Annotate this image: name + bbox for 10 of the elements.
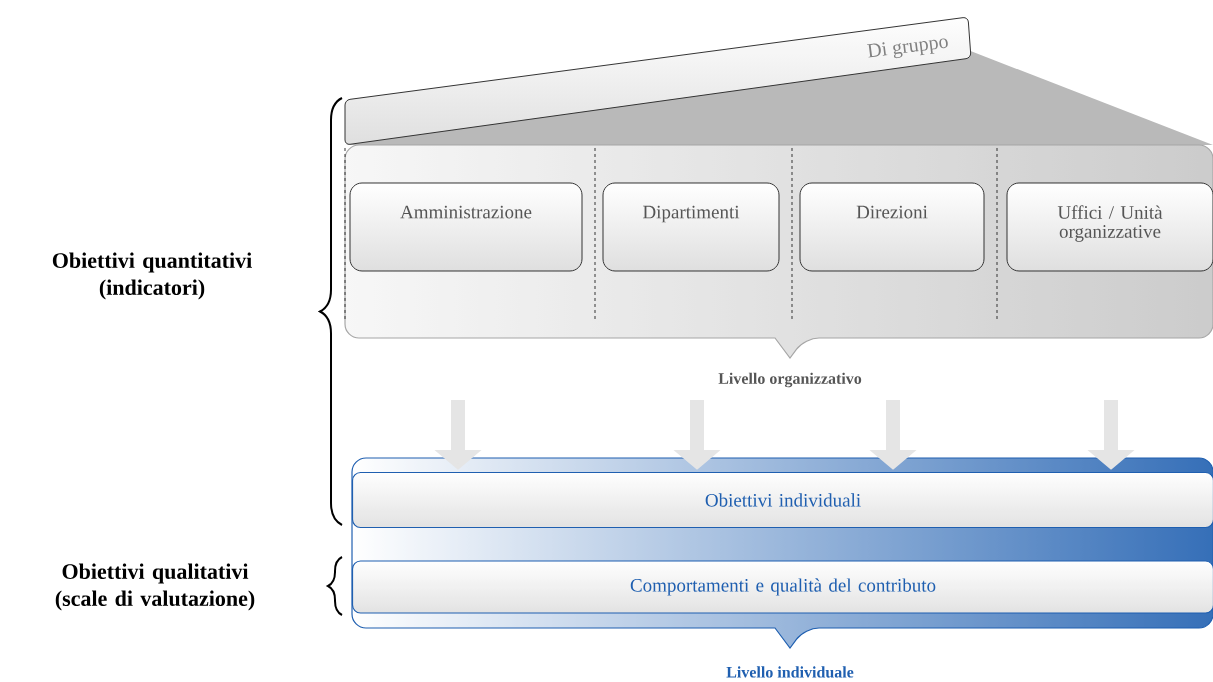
level-label: Livello individuale [726,666,854,678]
box: Uffici / Unità organizzative [1006,182,1213,272]
bar: Obiettivi individuali [351,471,1213,529]
box: Direzioni [799,182,985,272]
side-label: Obiettivi qualitativi (scale di valutazione) [55,563,255,611]
side-label: Obiettivi quantitativi (indicatori) [52,252,252,300]
box: Amministrazione [349,182,583,272]
box: Dipartimenti [602,182,780,272]
level-label: Livello organizzativo [718,372,862,388]
bar: Comportamenti e qualità del contributo [351,560,1213,614]
